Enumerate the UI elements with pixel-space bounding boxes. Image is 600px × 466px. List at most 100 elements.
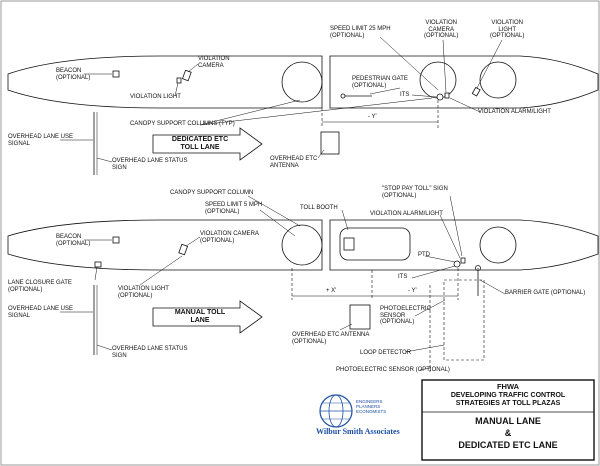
bottom-right-island: [329, 219, 599, 271]
top-speed-limit-label: SPEED LIMIT 25 MPH (OPTIONAL): [330, 26, 391, 39]
top-leader-its: [411, 94, 438, 98]
bottom-overhead-signal-label: OVERHEAD LANE USE SIGNAL: [8, 306, 74, 319]
top-violation-light-label: VIOLATION LIGHT: [130, 94, 181, 100]
top-beacon: [112, 70, 120, 78]
top-its-device: [436, 93, 444, 101]
bottom-beacon-label: BEACON (OPTIONAL): [56, 234, 91, 247]
bottom-beacon: [112, 236, 120, 244]
bottom-toll-booth-label: TOLL BOOTH: [300, 205, 338, 211]
top-leader-speed: [379, 36, 439, 91]
title-line1: MANUAL LANE: [475, 416, 541, 426]
top-leader-ped: [369, 87, 401, 95]
bottom-closure-gate-label: LANE CLOSURE GATE (OPTIONAL): [8, 280, 72, 293]
top-right-column-a: [419, 61, 457, 99]
top-status-sign-label: OVERHEAD LANE STATUS SIGN: [112, 158, 188, 171]
top-violation-light: [176, 77, 182, 84]
top-gate-pivot: [340, 93, 346, 99]
top-leader-antenna: [317, 149, 325, 159]
top-leader-light-opt: [476, 39, 503, 89]
bottom-etc-antenna-label: OVERHEAD ETC ANTENNA (OPTIONAL): [292, 332, 370, 345]
top-right-island: [329, 55, 599, 109]
bottom-left-island: [7, 219, 323, 271]
company-logo: [319, 394, 353, 428]
bottom-toll-booth: [339, 227, 411, 261]
bottom-leader-photo: [414, 299, 446, 317]
bottom-leader-light: [139, 255, 183, 286]
top-overhead-signal-label: OVERHEAD LANE USE SIGNAL: [8, 134, 74, 147]
logo-tagline: ENGINEERS PLANNERS ECONOMISTS: [356, 399, 387, 414]
top-leader-status: [96, 157, 113, 163]
top-violation-camera-opt: [471, 86, 481, 97]
bottom-booth-window: [343, 237, 355, 251]
top-left-column: [281, 61, 323, 103]
bottom-speed-limit-label: SPEED LIMIT 5 MPH (OPTIONAL): [205, 202, 263, 215]
top-pedestrian-gate-label: PEDESTRIAN GATE (OPTIONAL): [352, 76, 408, 89]
bottom-lane-arrow-label: MANUAL TOLL LANE: [174, 309, 226, 324]
top-y-dim-label: - Y': [368, 114, 377, 120]
bottom-alarm-light: [460, 257, 466, 264]
top-its-label: ITS: [400, 92, 410, 98]
bottom-its-label: ITS: [398, 274, 408, 280]
top-violation-camera-opt-label: VIOLATION CAMERA (OPTIONAL): [424, 20, 459, 40]
top-violation-light-opt-label: VIOLATION LIGHT (OPTIONAL): [490, 20, 525, 40]
top-violation-alarm: [444, 92, 450, 99]
bottom-leader-canopy: [247, 195, 301, 227]
bottom-leader-closure: [94, 266, 98, 281]
title-block: [421, 379, 595, 461]
bottom-leader-alarm: [439, 214, 461, 259]
bottom-lane-arrow: [152, 300, 263, 334]
top-etc-antenna: [320, 131, 340, 155]
title-line3: DEDICATED ETC LANE: [458, 440, 558, 450]
top-leader-camera: [187, 63, 199, 73]
top-canopy-label: CANOPY SUPPORT COLUMNS (TYP): [130, 121, 235, 127]
bottom-canopy-label: CANOPY SUPPORT COLUMN: [170, 190, 254, 196]
bottom-etc-antenna: [349, 304, 371, 330]
bottom-loop-detector: [443, 279, 485, 361]
top-leader-canopy-a: [199, 99, 301, 126]
bottom-leader-camera: [185, 236, 201, 247]
bottom-leader-status: [96, 344, 113, 351]
bottom-status-sign-label: OVERHEAD LANE STATUS SIGN: [112, 346, 188, 359]
bottom-y-dim-label: - Y': [408, 288, 417, 294]
bottom-violation-camera: [178, 243, 189, 256]
bottom-leader-booth: [341, 209, 349, 231]
bottom-leader-barrier: [479, 279, 506, 295]
top-leader-canopy-b: [199, 97, 433, 126]
title-line2: &: [504, 428, 512, 438]
top-leader-camera-opt: [442, 39, 447, 93]
bottom-photo-sensor-2-label: PHOTOELECTRIC SENSOR (OPTIONAL): [336, 367, 450, 373]
logo-company: Wilbur Smith Associates: [316, 427, 400, 436]
top-lane-arrow-label: DEDICATED ETC TOLL LANE: [171, 136, 229, 151]
top-violation-camera: [181, 69, 192, 82]
bottom-leader-loop: [404, 344, 445, 353]
top-beacon-label: BEACON (OPTIONAL): [56, 68, 91, 81]
top-lane-arrow: [152, 127, 263, 161]
bottom-alarm-light-label: VIOLATION ALARM/LIGHT: [370, 211, 443, 217]
bottom-leader-stop-sign: [449, 195, 463, 257]
bottom-right-column: [479, 226, 517, 264]
title-subtitle: DEVELOPING TRAFFIC CONTROL STRATEGIES AT…: [450, 392, 566, 407]
bottom-loop-detector-label: LOOP DETECTOR: [360, 350, 412, 356]
top-violation-camera-label: VIOLATION CAMERA: [198, 56, 230, 69]
bottom-plaza: [7, 195, 599, 372]
bottom-x-dim-label: + X': [326, 288, 337, 294]
bottom-stop-sign-label: "STOP PAY TOLL" SIGN (OPTIONAL): [382, 186, 448, 199]
bottom-violation-camera-label: VIOLATION CAMERA (OPTIONAL): [200, 231, 259, 244]
top-plaza: [7, 36, 599, 175]
bottom-its-device: [453, 260, 461, 268]
bottom-photo-sensor-label: PHOTOELECTRIC SENSOR (OPTIONAL): [380, 306, 431, 326]
bottom-leader-ptd: [424, 255, 456, 263]
bottom-leader-photo-2: [419, 367, 431, 371]
bottom-violation-light-label: VIOLATION LIGHT (OPTIONAL): [118, 286, 169, 299]
bottom-barrier-gate-label: BARRIER GATE (OPTIONAL): [505, 290, 586, 296]
top-alarm-light-label: VIOLATION ALARM/LIGHT: [478, 109, 551, 115]
title-agency: FHWA: [496, 382, 520, 391]
bottom-leader-antenna: [339, 323, 353, 331]
top-leader-alarm: [449, 97, 481, 113]
top-leader-light: [174, 82, 179, 97]
bottom-lane-closure-gate: [94, 261, 102, 268]
top-etc-antenna-label: OVERHEAD ETC ANTENNA: [270, 156, 318, 169]
